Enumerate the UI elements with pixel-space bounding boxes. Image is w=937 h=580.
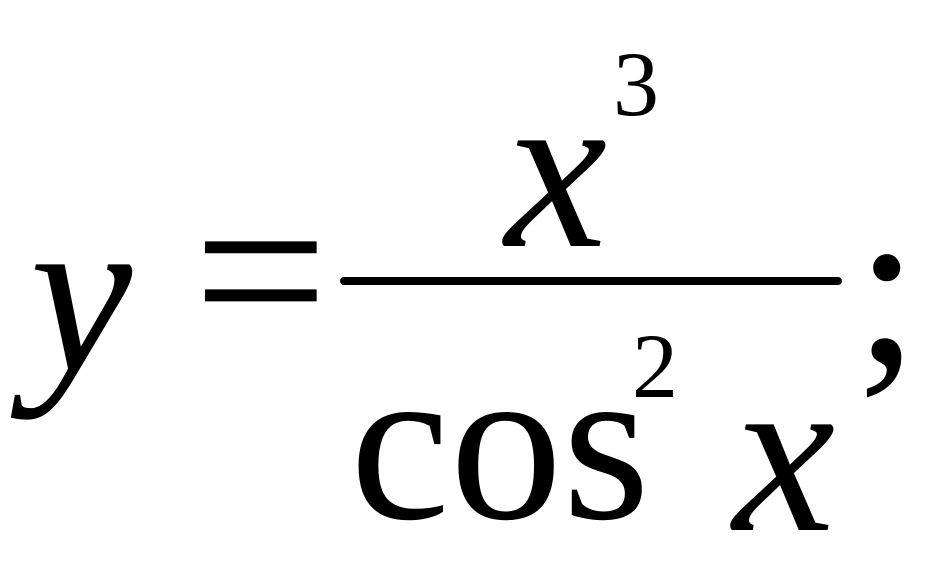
cos-function: cos xyxy=(350,317,650,567)
equals-sign: = xyxy=(193,137,329,403)
denominator-exponent: 2 xyxy=(632,315,678,417)
numerator-variable-x: x xyxy=(505,41,608,296)
numerator-exponent: 3 xyxy=(613,33,659,135)
math-formula: y = x 3 cos 2 x ; xyxy=(30,33,919,568)
fraction-bar xyxy=(340,277,842,285)
denominator-variable-x: x xyxy=(733,325,836,580)
variable-y: y xyxy=(30,165,133,420)
semicolon: ; xyxy=(855,157,919,412)
